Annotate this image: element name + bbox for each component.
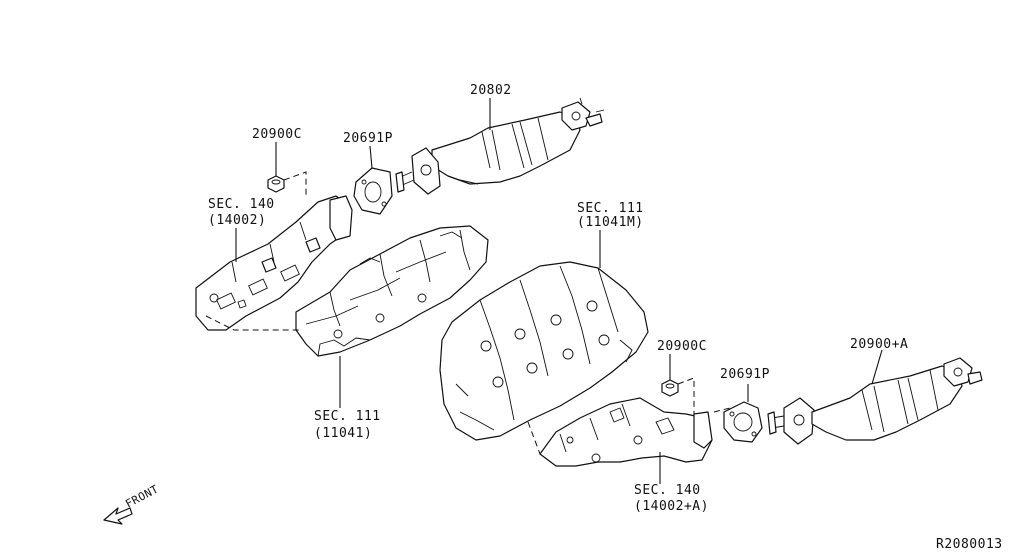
cylinder-head-left[interactable] [295,225,489,357]
label-manifold-left-code: (14002) [208,213,266,228]
label-manifold-right-code: (14002+A) [634,499,709,514]
label-catalytic-converter-left: 20802 [470,83,512,98]
diagram-id: R2080013 [936,537,1003,552]
label-gasket-left: 20691P [343,131,393,146]
label-head-left-code: (11041) [314,426,372,441]
front-arrow-icon [103,507,133,525]
nut-20900c-right[interactable] [661,379,679,397]
catalytic-converter-flange-left [395,147,441,195]
catalytic-converter-20802[interactable] [431,97,605,185]
label-head-right-code: (11041M) [577,215,644,230]
label-manifold-left-sec: SEC. 140 [208,197,275,212]
label-manifold-right-sec: SEC. 140 [634,483,701,498]
connector-lines-right [527,377,731,455]
cylinder-head-right[interactable] [439,261,649,441]
exhaust-manifold-left[interactable] [195,195,353,331]
label-catalytic-converter-right: 20900+A [850,337,908,352]
connector-lines-left [205,171,307,331]
label-head-right-sec: SEC. 111 [577,201,644,216]
catalytic-converter-20900a[interactable] [811,357,983,441]
label-gasket-right: 20691P [720,367,770,382]
label-head-left-sec: SEC. 111 [314,409,381,424]
front-direction-indicator: FRONT [103,482,161,525]
gasket-20691p-left[interactable] [353,167,393,215]
exhaust-manifold-right[interactable] [539,397,713,467]
front-label: FRONT [123,482,161,510]
label-nut-right: 20900C [657,339,707,354]
nut-20900c-left[interactable] [267,175,285,193]
catalytic-converter-flange-right [767,397,815,445]
gasket-20691p-right[interactable] [723,401,763,443]
label-nut-left: 20900C [252,127,302,142]
leader-lines [235,98,883,484]
